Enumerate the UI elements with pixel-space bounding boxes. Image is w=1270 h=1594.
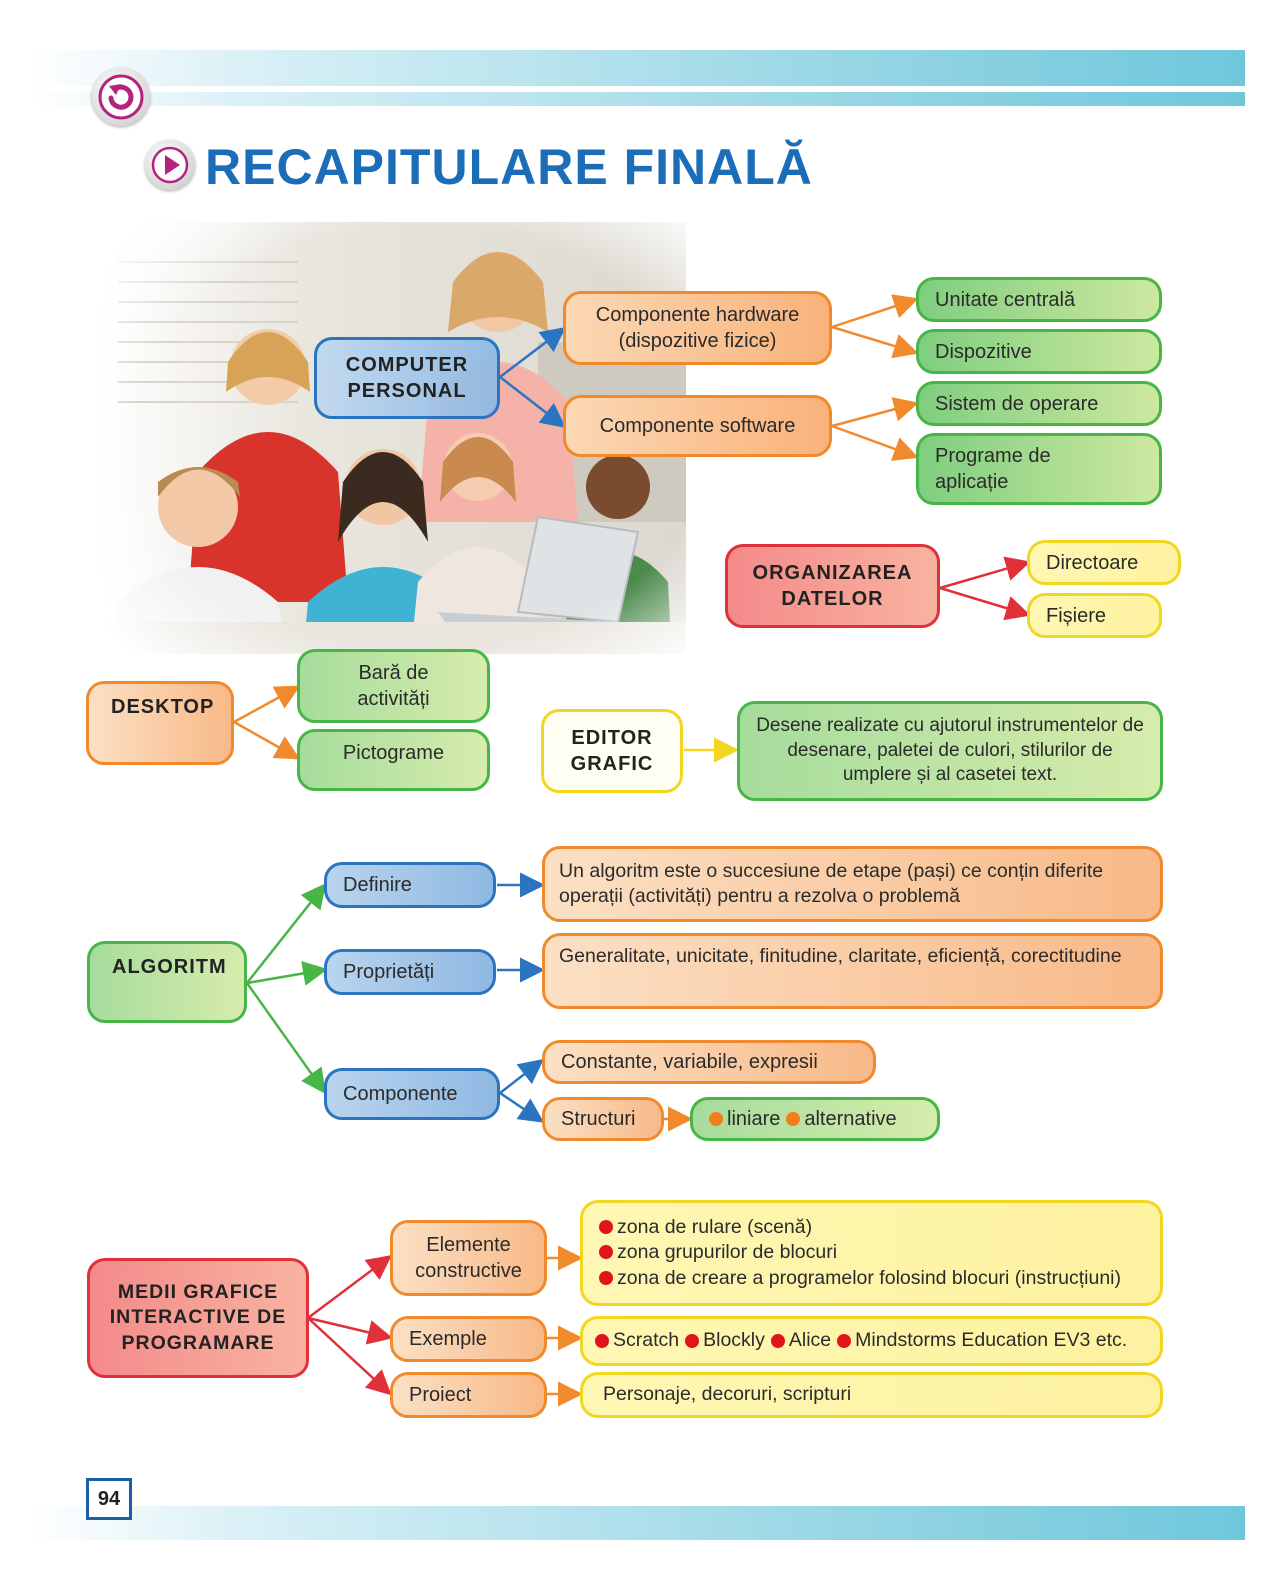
desktop-item-box: Bară de activități [297, 649, 490, 723]
software-item-box: Programe de aplicație [916, 433, 1162, 505]
programming-elements-box: Elemente constructive [390, 1220, 547, 1296]
header-band-thin [30, 92, 1245, 106]
algorithm-properties-text: Generalitate, unicitate, finitudine, cla… [559, 945, 1122, 967]
hardware-box: Componente hardware (dispozitive fizice) [563, 291, 832, 365]
software-label: Componente software [599, 415, 796, 437]
example-label: Scratch [613, 1329, 680, 1352]
element-item: zona grupurilor de blocuri [597, 1240, 837, 1265]
hardware-item-label: Unitate centrală [935, 288, 1076, 311]
algorithm-structures-label: Structuri [561, 1108, 636, 1130]
desktop-root-box: DESKTOP [86, 681, 234, 765]
data-org-root-box: ORGANIZAREA DATELOR [725, 544, 940, 628]
element-item: zona de creare a programelor folosind bl… [597, 1266, 1121, 1291]
programming-examples-label: Exemple [409, 1328, 487, 1350]
algorithm-definition-label: Definire [343, 874, 412, 896]
classroom-photo [98, 222, 686, 654]
page-title: RECAPITULARE FINALĂ [205, 139, 813, 195]
programming-project-text-box: Personaje, decoruri, scripturi [580, 1372, 1163, 1418]
structure-type-label: liniare [727, 1108, 781, 1130]
data-org-item-label: Fișiere [1046, 604, 1107, 627]
algorithm-root-label: ALGORITM [112, 956, 227, 978]
algorithm-structures-box: Structuri [542, 1097, 664, 1141]
programming-project-box: Proiect [390, 1372, 547, 1418]
algorithm-definition-text: Un algoritm este o succesiune de etape (… [559, 859, 1104, 907]
algorithm-properties-text-box: Generalitate, unicitate, finitudine, cla… [542, 933, 1163, 1009]
desktop-item-label: Pictograme [342, 742, 445, 764]
programming-root-label: MEDII GRAFICE INTERACTIVE DE PROGRAMARE [109, 1280, 287, 1354]
programming-root-box: MEDII GRAFICE INTERACTIVE DE PROGRAMARE [87, 1258, 309, 1378]
play-icon [145, 140, 195, 190]
programming-examples-list-box: Scratch Blockly Alice Mindstorms Educati… [580, 1316, 1163, 1366]
bullet-icon [599, 1245, 613, 1260]
programming-elements-label: Elemente constructive [415, 1234, 522, 1282]
editor-description-box: Desene realizate cu ajutorul instrumente… [737, 701, 1163, 801]
software-item-label: Sistem de operare [935, 392, 1099, 415]
structure-type-label: alternative [804, 1108, 897, 1130]
footer-band [30, 1506, 1245, 1540]
element-item-label: zona de rulare (scenă) [617, 1215, 813, 1238]
algorithm-root-box: ALGORITM [87, 941, 247, 1023]
algorithm-properties-box: Proprietăți [324, 949, 496, 995]
header-band [30, 50, 1245, 86]
desktop-root-label: DESKTOP [111, 696, 215, 718]
programming-project-text: Personaje, decoruri, scripturi [603, 1383, 852, 1406]
programming-examples-box: Exemple [390, 1316, 547, 1362]
bullet-icon [837, 1334, 852, 1348]
editor-root-box: EDITOR GRAFIC [541, 709, 683, 793]
bullet-icon [685, 1334, 700, 1348]
refresh-icon [92, 68, 150, 126]
algorithm-constants-box: Constante, variabile, expresii [542, 1040, 876, 1084]
software-item-box: Sistem de operare [916, 381, 1162, 426]
algorithm-structure-types-box: liniare alternative [690, 1097, 940, 1141]
computer-root-box: COMPUTER PERSONAL [314, 337, 500, 419]
data-org-item-box: Directoare [1027, 540, 1181, 585]
desktop-item-label: Bară de activități [357, 662, 430, 710]
editor-description-text: Desene realizate cu ajutorul instrumente… [756, 714, 1144, 786]
algorithm-components-box: Componente [324, 1068, 500, 1120]
algorithm-components-label: Componente [343, 1083, 458, 1105]
bullet-icon [786, 1112, 801, 1126]
data-org-item-label: Directoare [1046, 551, 1139, 574]
software-box: Componente software [563, 395, 832, 457]
element-item-label: zona grupurilor de blocuri [617, 1241, 838, 1264]
bullet-icon [770, 1334, 785, 1348]
hardware-label: Componente hardware (dispozitive fizice) [595, 304, 800, 352]
data-org-root-label: ORGANIZAREA DATELOR [752, 562, 913, 610]
hardware-item-box: Unitate centrală [916, 277, 1162, 322]
hardware-item-box: Dispozitive [916, 329, 1162, 374]
desktop-item-box: Pictograme [297, 729, 490, 791]
programming-project-label: Proiect [409, 1384, 472, 1406]
algorithm-definition-text-box: Un algoritm este o succesiune de etape (… [542, 846, 1163, 922]
programming-elements-list-box: zona de rulare (scenă) zona grupurilor d… [580, 1200, 1163, 1306]
bullet-icon [595, 1334, 609, 1348]
element-item-label: zona de creare a programelor folosind bl… [617, 1266, 1121, 1289]
bullet-icon [709, 1112, 723, 1126]
page-number: 94 [86, 1478, 132, 1520]
element-item: zona de rulare (scenă) [597, 1215, 812, 1240]
computer-root-label: COMPUTER PERSONAL [345, 354, 469, 402]
hardware-item-label: Dispozitive [935, 340, 1032, 363]
algorithm-properties-label: Proprietăți [343, 961, 435, 983]
editor-root-label: EDITOR GRAFIC [570, 727, 654, 775]
algorithm-definition-box: Definire [324, 862, 496, 908]
data-org-item-box: Fișiere [1027, 593, 1162, 638]
bullet-icon [599, 1270, 613, 1285]
algorithm-constants-text: Constante, variabile, expresii [561, 1051, 818, 1073]
example-label: Mindstorms Education EV3 etc. [855, 1329, 1128, 1352]
example-label: Alice [788, 1329, 832, 1352]
bullet-icon [599, 1219, 613, 1234]
software-item-label: Programe de aplicație [935, 445, 1051, 493]
example-label: Blockly [703, 1329, 765, 1352]
